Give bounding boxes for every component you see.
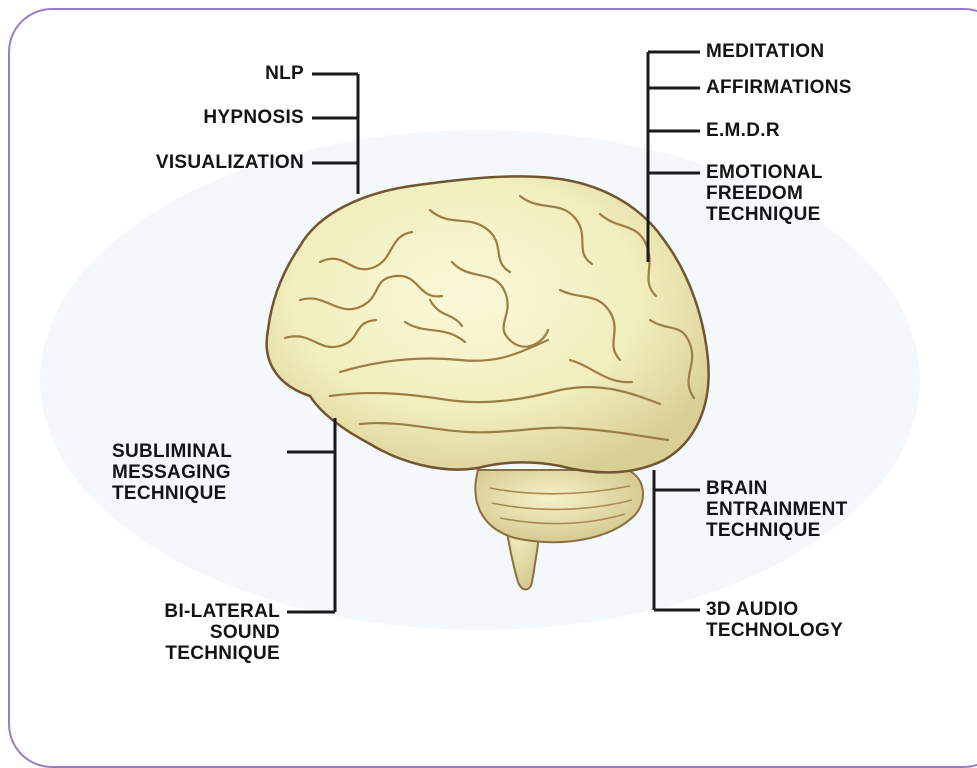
- label-visualization: VISUALIZATION: [156, 152, 304, 173]
- label-3d-audio: 3D AUDIO TECHNOLOGY: [706, 599, 843, 641]
- label-hypnosis: HYPNOSIS: [203, 107, 304, 128]
- label-emdr: E.M.D.R: [706, 120, 780, 141]
- label-affirmations: AFFIRMATIONS: [706, 77, 852, 98]
- label-meditation: MEDITATION: [706, 41, 824, 62]
- label-subliminal: SUBLIMINAL MESSAGING TECHNIQUE: [112, 441, 232, 504]
- label-eft: EMOTIONAL FREEDOM TECHNIQUE: [706, 162, 823, 225]
- label-brain-entrainment: BRAIN ENTRAINMENT TECHNIQUE: [706, 478, 848, 541]
- label-nlp: NLP: [265, 63, 304, 84]
- label-bilateral: BI-LATERAL SOUND TECHNIQUE: [164, 601, 280, 664]
